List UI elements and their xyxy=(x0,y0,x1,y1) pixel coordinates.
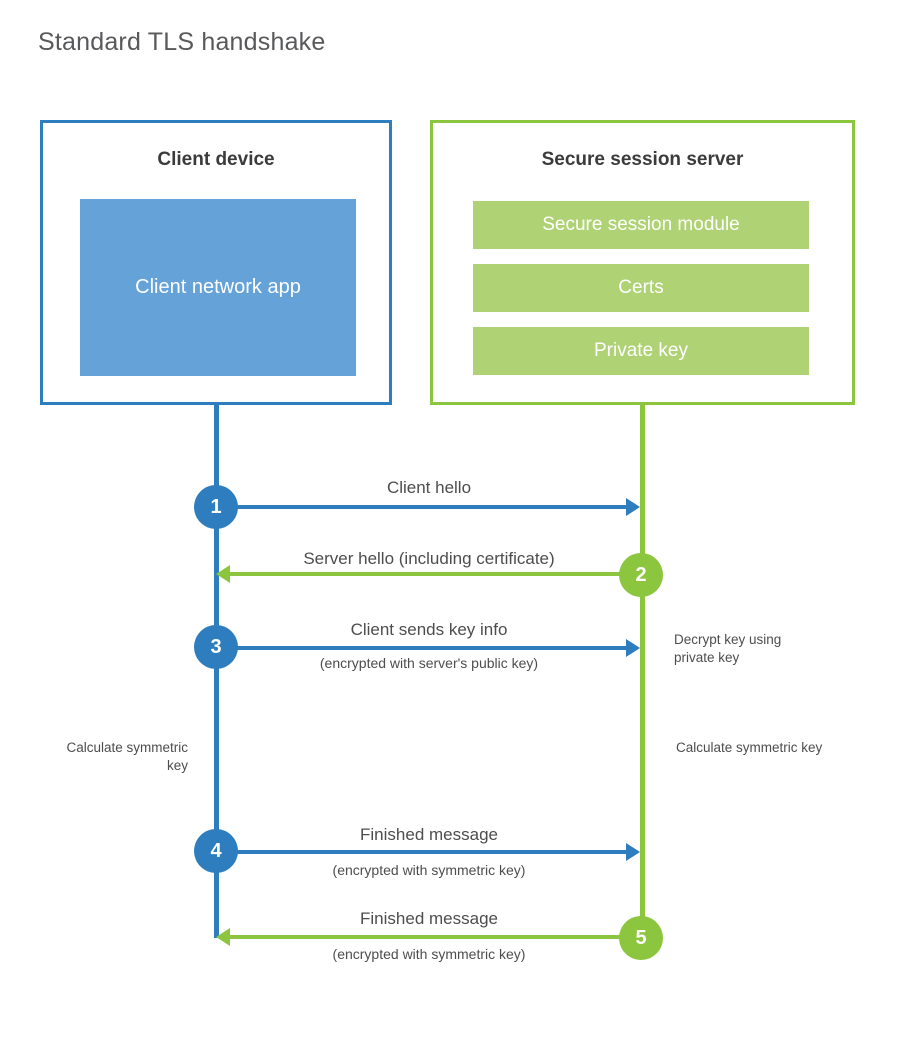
step-3-arrow-line xyxy=(216,646,628,650)
server-module-certs: Certs xyxy=(473,264,809,312)
step-2-arrow-head-icon xyxy=(216,565,230,583)
step-3-sublabel: (encrypted with server's public key) xyxy=(319,655,539,671)
step-marker-5: 5 xyxy=(619,916,663,960)
step-1-arrow-head-icon xyxy=(626,498,640,516)
step-4-label: Finished message xyxy=(360,825,498,844)
step-5-sublabel: (encrypted with symmetric key) xyxy=(332,946,526,962)
step-5-label: Finished message xyxy=(360,909,498,928)
annotation-client-calculate-symmetric-key: Calculate symmetric key xyxy=(66,740,188,774)
step-3-label: Client sends key info xyxy=(350,620,508,639)
step-5-arrow-head-icon xyxy=(216,928,230,946)
step-5-arrow-line xyxy=(230,935,628,939)
step-1-arrow-line xyxy=(216,505,628,509)
secure-session-server-title: Secure session server xyxy=(541,149,744,170)
step-marker-number: 4 xyxy=(210,839,222,862)
secure-session-server-box: Secure session server Secure session mod… xyxy=(430,120,855,405)
step-4-sublabel: (encrypted with symmetric key) xyxy=(332,862,526,878)
step-marker-4: 4 xyxy=(194,829,238,873)
server-module-label: Private key xyxy=(594,340,688,361)
server-module-private-key: Private key xyxy=(473,327,809,375)
annotation-decrypt-key: Decrypt key using private key xyxy=(674,632,782,666)
step-marker-2: 2 xyxy=(619,553,663,597)
step-marker-1: 1 xyxy=(194,485,238,529)
client-network-app-block: Client network app xyxy=(80,199,356,376)
step-marker-number: 2 xyxy=(635,563,647,586)
step-marker-3: 3 xyxy=(194,625,238,669)
step-3-arrow-head-icon xyxy=(626,639,640,657)
client-device-box: Client device Client network app xyxy=(40,120,392,405)
page-title: Standard TLS handshake xyxy=(38,28,326,56)
server-module-label: Secure session module xyxy=(542,214,740,235)
server-module-label: Certs xyxy=(618,277,664,298)
step-marker-number: 3 xyxy=(210,635,222,658)
step-marker-number: 1 xyxy=(210,495,222,518)
client-lifeline xyxy=(214,405,219,938)
step-4-arrow-head-icon xyxy=(626,843,640,861)
annotation-server-calculate-symmetric-key: Calculate symmetric key xyxy=(676,740,823,755)
step-1-label: Client hello xyxy=(386,478,472,497)
step-marker-number: 5 xyxy=(635,926,647,949)
server-lifeline xyxy=(640,405,645,938)
server-module-secure-session-module: Secure session module xyxy=(473,201,809,249)
client-network-app-label: Client network app xyxy=(135,276,301,298)
step-4-arrow-line xyxy=(216,850,628,854)
step-2-label: Server hello (including certificate) xyxy=(303,549,555,568)
step-2-arrow-line xyxy=(230,572,628,576)
client-device-title: Client device xyxy=(157,149,275,170)
